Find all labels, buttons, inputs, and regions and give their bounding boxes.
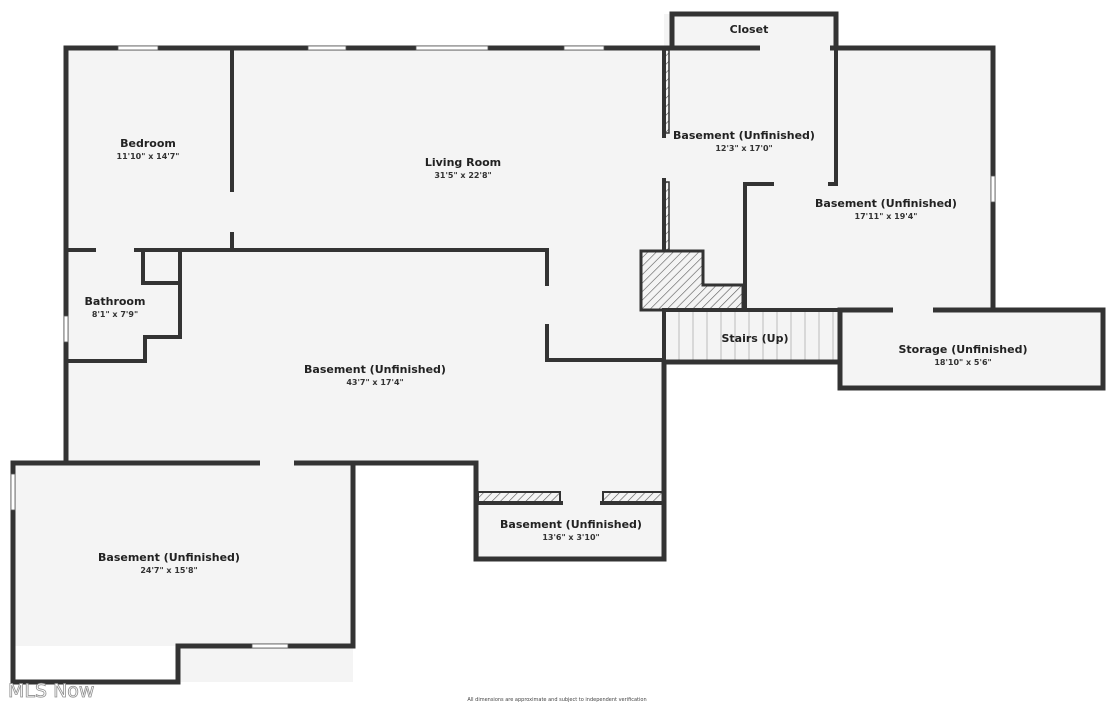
basement-small-dims: 13'6" x 3'10" (542, 533, 599, 542)
stairs-label: Stairs (Up) (721, 332, 788, 345)
living-room-label: Living Room (425, 156, 501, 169)
room-labels: Closet Bedroom 11'10" x 14'7" Living Roo… (85, 23, 1028, 575)
bedroom-label: Bedroom (120, 137, 176, 150)
bathroom-label: Bathroom (85, 295, 146, 308)
basement-ne-lower-dims: 17'11" x 19'4" (855, 212, 918, 221)
bedroom-dims: 11'10" x 14'7" (117, 152, 180, 161)
windows (10, 45, 996, 649)
floor-fills (14, 14, 1103, 682)
basement-ne-upper-dims: 12'3" x 17'0" (715, 144, 772, 153)
basement-sw-label: Basement (Unfinished) (98, 551, 240, 564)
basement-ne-upper-label: Basement (Unfinished) (673, 129, 815, 142)
disclaimer-text: All dimensions are approximate and subje… (467, 697, 646, 703)
basement-main-label: Basement (Unfinished) (304, 363, 446, 376)
living-room-dims: 31'5" x 22'8" (434, 171, 491, 180)
storage-dims: 18'10" x 5'6" (934, 358, 991, 367)
stair-treads (678, 312, 834, 360)
basement-sw-dims: 24'7" x 15'8" (140, 566, 197, 575)
basement-ne-lower-label: Basement (Unfinished) (815, 197, 957, 210)
storage-label: Storage (Unfinished) (898, 343, 1027, 356)
mls-now-watermark: MLS Now (8, 680, 94, 702)
door-openings (96, 44, 933, 507)
basement-small-label: Basement (Unfinished) (500, 518, 642, 531)
closet-label: Closet (730, 23, 769, 36)
basement-main-dims: 43'7" x 17'4" (346, 378, 403, 387)
bathroom-dims: 8'1" x 7'9" (92, 310, 138, 319)
